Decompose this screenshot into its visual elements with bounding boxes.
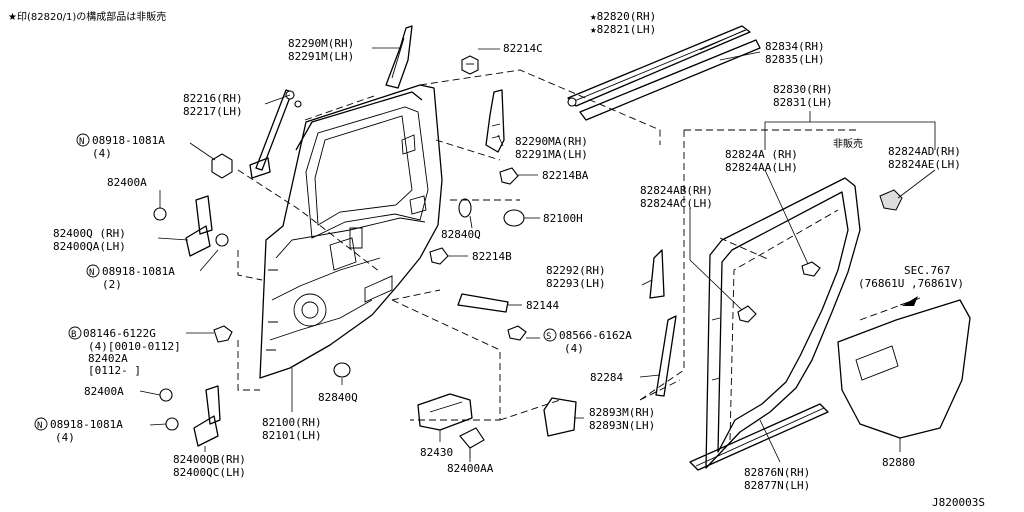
callout-08918-c: 08918-1081A(4) <box>50 418 123 444</box>
hinge-lower <box>159 385 221 447</box>
callout-82292: 82292(RH)82293(LH) <box>546 264 606 290</box>
sealing-screen-82880 <box>837 299 971 439</box>
clip-82214c <box>461 55 479 75</box>
clip-82824ab <box>737 305 757 323</box>
callout-82824a: 82824A (RH)82824AA(LH) <box>725 148 798 174</box>
sash-seal-82290m <box>385 25 413 89</box>
door-panel <box>259 84 443 379</box>
callout-82400q: 82400Q (RH)82400QA(LH) <box>53 227 126 253</box>
clip-82824ad <box>879 189 903 211</box>
svg-text:N: N <box>79 137 84 147</box>
svg-text:B: B <box>71 330 76 340</box>
header-note: ★印(82820/1)の構成部品は非販売 <box>8 10 166 23</box>
plug-82840q-bot <box>333 362 351 378</box>
callout-82880: 82880 <box>882 456 915 469</box>
not-sold-label: 非販売 <box>833 137 863 150</box>
circle-prefix-n-a: N <box>76 133 90 147</box>
callout-82216: 82216(RH)82217(LH) <box>183 92 243 118</box>
callout-82214b: 82214B <box>472 250 512 263</box>
striker-82400aa <box>459 427 485 458</box>
nut-08918 <box>211 153 233 179</box>
callout-82400a-top: 82400A <box>107 176 147 189</box>
callout-08918-b: 08918-1081A(2) <box>102 265 175 291</box>
callout-82214ba: 82214BA <box>542 169 589 182</box>
callout-82100: 82100(RH)82101(LH) <box>262 416 322 442</box>
circle-prefix-n-c: N <box>34 417 48 431</box>
svg-text:N: N <box>37 421 42 431</box>
reference-lines <box>237 69 921 421</box>
callout-82893m: 82893M(RH)82893N(LH) <box>589 406 655 432</box>
callout-82820: ★82820(RH)★82821(LH) <box>590 10 656 36</box>
bolt-08146 <box>213 325 233 343</box>
window-moulding <box>567 25 761 121</box>
callout-82824ad: 82824AD(RH)82824AE(LH) <box>888 145 961 171</box>
hinge-upper <box>153 195 229 257</box>
clip-82824a <box>801 261 821 277</box>
callout-08918-a: 08918-1081A(4) <box>92 134 165 160</box>
callout-82430: 82430 <box>420 446 453 459</box>
sill-82876n <box>689 403 829 471</box>
callout-82400aa: 82400AA <box>447 462 494 475</box>
circle-prefix-s: S <box>543 328 557 342</box>
callout-82840q-top: 82840Q <box>441 228 481 241</box>
plug-82840q-top <box>458 198 472 218</box>
callout-82100h: 82100H <box>543 212 583 225</box>
sec-arrow <box>902 296 918 306</box>
clip-82214ba <box>499 167 519 185</box>
callout-08146: 08146-6122G(4)[0010-0112]82402A[0112- ] <box>83 327 181 377</box>
latch-82430 <box>417 393 473 431</box>
callout-sec767: SEC.767(76861U ,76861V) <box>858 264 964 290</box>
callout-82830: 82830(RH)82831(LH) <box>773 83 833 109</box>
callout-82400qb: 82400QB(RH)82400QC(LH) <box>173 453 246 479</box>
grommet-82100h <box>503 209 525 227</box>
callout-82400a-bot: 82400A <box>84 385 124 398</box>
plate-82144 <box>457 293 509 313</box>
door-weatherstrip <box>705 177 861 469</box>
circle-prefix-b: B <box>68 326 82 340</box>
callout-82876n: 82876N(RH)82877N(LH) <box>744 466 810 492</box>
callout-82824ab: 82824AB(RH)82824AC(LH) <box>640 184 713 210</box>
check-link-82216 <box>249 89 302 179</box>
callout-82144: 82144 <box>526 299 559 312</box>
svg-text:S: S <box>546 332 551 342</box>
callout-08566: 08566-6162A(4) <box>559 329 632 355</box>
handle-82893m <box>543 397 577 437</box>
callout-82840q-bot: 82840Q <box>318 391 358 404</box>
callout-82214c: 82214C <box>503 42 543 55</box>
callout-82284: 82284 <box>590 371 623 384</box>
clip-82214b <box>429 247 449 265</box>
moulding-82292 <box>649 249 665 299</box>
screw-08566 <box>507 325 527 341</box>
callout-82290ma: 82290MA(RH)82291MA(LH) <box>515 135 588 161</box>
callout-82290m: 82290M(RH)82291M(LH) <box>288 37 354 63</box>
circle-prefix-n-b: N <box>86 264 100 278</box>
callout-82834: 82834(RH)82835(LH) <box>765 40 825 66</box>
diagram-id: J820003S <box>932 496 985 509</box>
svg-text:N: N <box>89 268 94 278</box>
seal-82284 <box>655 315 677 397</box>
